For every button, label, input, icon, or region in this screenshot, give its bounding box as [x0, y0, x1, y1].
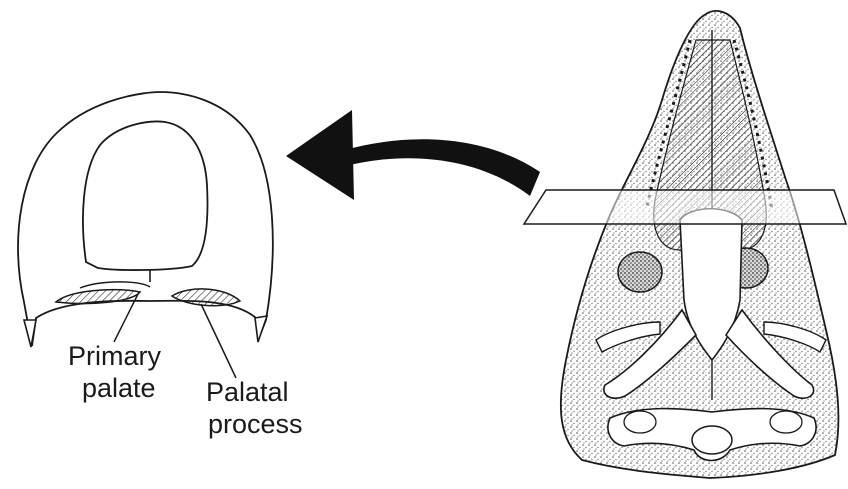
primary-palate-label-line2: palate: [82, 372, 156, 404]
palatal-process-leader: [201, 304, 236, 378]
section-plane: [524, 190, 846, 224]
primary-palate-label-line1: Primary: [68, 340, 161, 372]
skull-ventral-view: [561, 11, 839, 478]
palatal-process-label-line2: process: [208, 408, 303, 440]
right-tooth: [255, 316, 267, 342]
palatal-process-label-line1: Palatal: [206, 376, 289, 408]
right-basioccipital: [770, 411, 802, 433]
cross-section: [18, 92, 273, 378]
occipital-condyle: [692, 426, 732, 454]
curved-arrow-icon: [286, 110, 540, 200]
nasal-cavity: [83, 122, 208, 271]
left-orbit: [618, 252, 662, 292]
left-basioccipital: [624, 411, 656, 433]
left-tooth: [24, 320, 36, 347]
